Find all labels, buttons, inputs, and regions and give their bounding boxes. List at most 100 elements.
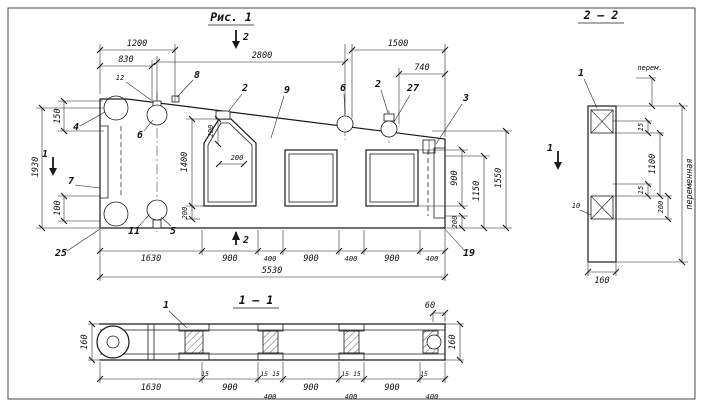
main-callouts: 8 2 9 6 2 27 3 4 6 7 11 5 25 19 xyxy=(54,70,475,259)
sec11-chain-900b: 900 xyxy=(303,383,318,393)
sec11-callout-1: 1 xyxy=(163,300,169,311)
top-embed-plate xyxy=(171,95,180,103)
sec11-dim-400-b: 400 xyxy=(345,393,358,401)
cut-2-bottom-arrow-icon xyxy=(232,231,240,240)
sec22-insert-bottom xyxy=(590,195,614,220)
opening-1-outer xyxy=(284,149,338,207)
dim-chain-400b: 400 xyxy=(345,255,358,263)
right-edge-groove xyxy=(433,147,445,219)
sec11-dim-15-a: 15 xyxy=(201,370,209,378)
callout-3: 3 xyxy=(462,93,469,104)
dim-150: 150 xyxy=(53,108,63,123)
dim-total-5530: 5530 xyxy=(262,266,282,276)
opening-arch-inner xyxy=(207,122,253,203)
sheet-border xyxy=(7,7,696,400)
sec22-dim-peremennaya: переменная xyxy=(685,158,695,209)
sec11-rib3 xyxy=(343,330,360,354)
callout-5: 5 xyxy=(170,226,176,237)
sec11-dim-160-right: 160 xyxy=(448,334,458,349)
dim-200-peak: 200 xyxy=(207,125,215,138)
callout-6-sleeve: 6 xyxy=(340,83,346,94)
cut-2-top-arrow-icon xyxy=(232,41,240,49)
opening-1-inner xyxy=(288,153,334,203)
dim-200-apex: 200 xyxy=(231,154,244,162)
left-edge-groove xyxy=(100,125,109,199)
dim-1150: 1150 xyxy=(472,181,482,201)
sec11-dim-400-a: 400 xyxy=(264,393,277,401)
panel-outline xyxy=(99,98,446,229)
callout-25: 25 xyxy=(54,248,67,259)
dim-1400: 1400 xyxy=(180,152,190,172)
callout-6-keyhole: 6 xyxy=(137,130,143,141)
dim-1930: 1930 xyxy=(31,157,41,177)
sleeve-hole-2 xyxy=(380,120,398,138)
callout-19: 19 xyxy=(463,248,475,259)
section-2-2-view: 1 перем. 15 1100 15 200 10 переменная 16… xyxy=(572,64,695,286)
sec22-dim-15-top: 15 xyxy=(637,123,645,131)
dim-200-right: 200 xyxy=(451,216,459,229)
cut-1-right-arrow-icon xyxy=(554,162,562,170)
callout-8: 8 xyxy=(194,70,200,81)
sec11-dim-15-b: 15 15 xyxy=(260,370,280,378)
dim-830: 830 xyxy=(118,55,133,65)
dim-chain-400c: 400 xyxy=(426,255,439,263)
dim-12: 12 xyxy=(116,74,124,82)
dim-chain-900a: 900 xyxy=(222,254,237,264)
sec11-dim-60: 60 xyxy=(425,301,435,311)
cut-markers: 2 2 1 1 xyxy=(42,30,562,246)
sec22-dim-10: 10 xyxy=(572,202,580,210)
dim-1550: 1550 xyxy=(494,168,504,188)
sec22-dim-15-bottom: 15 xyxy=(637,186,645,194)
sec22-callout-1: 1 xyxy=(578,68,584,79)
callout-9: 9 xyxy=(284,85,290,96)
sec11-rib2 xyxy=(262,330,279,354)
sec22-dim-200: 200 xyxy=(657,201,665,214)
cut-1-left-label: 1 xyxy=(42,149,48,160)
cut-2-bottom-label: 2 xyxy=(242,235,249,246)
figure-title: Рис. 1 xyxy=(210,10,252,24)
keyhole-bottom xyxy=(146,199,168,221)
sec11-dim-160-left: 160 xyxy=(80,334,90,349)
keyhole-top xyxy=(146,104,168,126)
callout-2-apex: 2 xyxy=(241,83,248,94)
sec22-outline xyxy=(587,105,617,263)
dim-chain-400a: 400 xyxy=(264,255,277,263)
main-extension-lines xyxy=(36,44,512,281)
section-1-1-title: 1 — 1 xyxy=(239,293,274,307)
sleeve-plate-2 xyxy=(383,113,395,122)
opening-2-outer xyxy=(365,149,419,207)
dim-chain-900b: 900 xyxy=(303,254,318,264)
dim-2800: 2800 xyxy=(252,51,272,61)
sleeve-hole-1 xyxy=(336,115,354,133)
sec22-dim-1100: 1100 xyxy=(648,154,658,174)
cut-1-right-label: 1 xyxy=(547,143,553,154)
callout-11: 11 xyxy=(128,226,140,237)
sec11-chain-900a: 900 xyxy=(222,383,237,393)
arch-apex-plate xyxy=(215,110,231,120)
sec11-left-hinge-hole xyxy=(106,335,120,349)
callout-27: 27 xyxy=(406,83,419,94)
callout-7: 7 xyxy=(68,176,74,187)
opening-2-inner xyxy=(369,153,415,203)
dim-chain-900c: 900 xyxy=(384,254,399,264)
dim-1200: 1200 xyxy=(127,39,147,49)
dim-740: 740 xyxy=(414,63,429,73)
section-1-1-view: 160 160 60 1 1630 900 900 900 15 15 15 1… xyxy=(80,300,464,401)
cut-1-left-arrow-icon xyxy=(49,168,57,176)
sec11-rib1 xyxy=(184,330,204,354)
dim-1500: 1500 xyxy=(388,39,408,49)
corner-hole-bottom-left xyxy=(103,201,129,227)
sec22-insert-top xyxy=(590,109,614,134)
opening-arch-outer xyxy=(203,118,257,207)
main-elevation-view xyxy=(99,92,446,232)
sec22-dim-160: 160 xyxy=(594,276,609,286)
sec11-dim-15-d: 15 xyxy=(420,370,428,378)
main-dimensions: 1200 830 12 2800 1500 740 1930 150 100 1… xyxy=(31,39,510,281)
sec11-chain-1630: 1630 xyxy=(141,383,161,393)
dim-200-sill: 200 xyxy=(181,207,189,220)
callout-2-plate: 2 xyxy=(374,79,381,90)
section-2-2-title: 2 — 2 xyxy=(583,8,619,22)
sec22-extension-lines xyxy=(587,77,688,276)
